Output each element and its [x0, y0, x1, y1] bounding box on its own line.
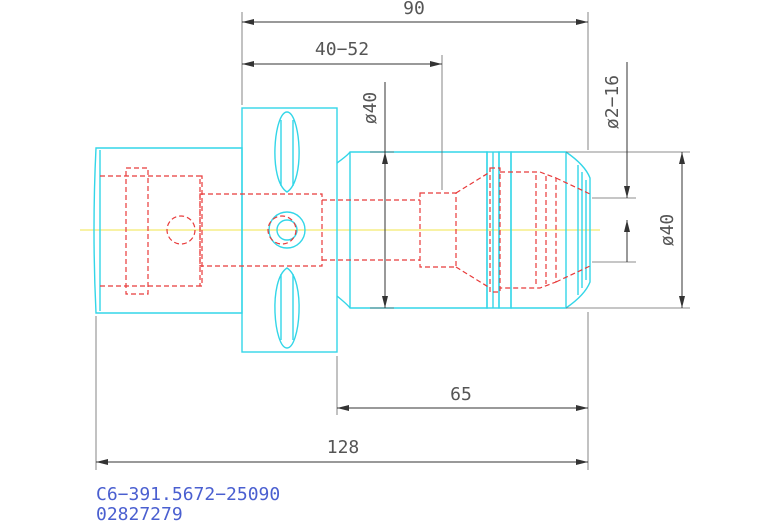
- flange-outline: [241, 107, 338, 353]
- dim-128-label: 128: [327, 437, 360, 458]
- dim-dia40-right-label: ø40: [657, 214, 678, 247]
- body-outline: [336, 151, 591, 309]
- dim-40-52-label: 40−52: [315, 39, 369, 60]
- dim-dia40-left-label: ø40: [360, 92, 381, 125]
- shank-outline: [93, 147, 243, 314]
- hidden-lines: [100, 167, 591, 295]
- part-number: 02827279: [96, 504, 183, 523]
- part-code: C6−391.5672−25090: [96, 484, 280, 505]
- dimension-lines: [96, 19, 685, 465]
- dim-dia2-16-label: ø2−16: [602, 75, 623, 129]
- dim-90-label: 90: [403, 0, 425, 19]
- dim-65-label: 65: [450, 384, 472, 405]
- extension-lines: [95, 12, 690, 470]
